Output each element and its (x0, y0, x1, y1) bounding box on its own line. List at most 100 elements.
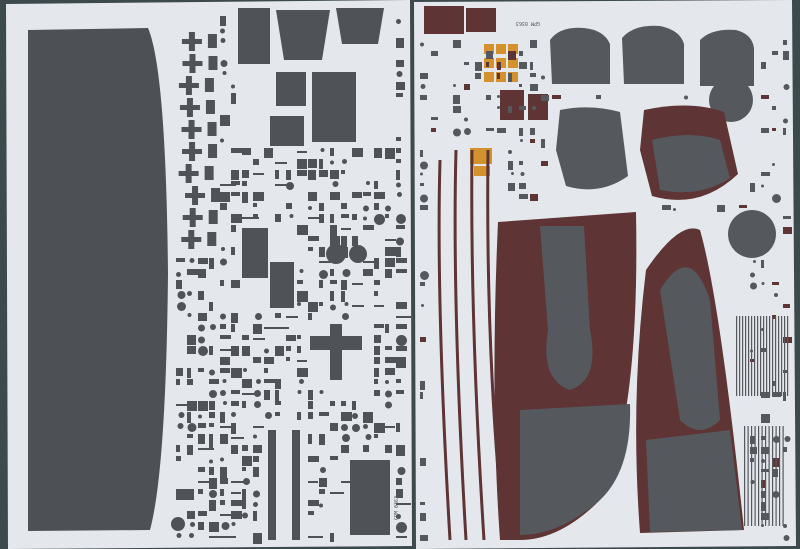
part-block (420, 513, 426, 521)
part-block (231, 423, 236, 434)
part-disc (497, 106, 500, 109)
part-block (231, 225, 236, 232)
part-block (308, 456, 319, 462)
part-block (596, 95, 601, 99)
part-strip (253, 426, 264, 428)
part-disc (187, 291, 192, 296)
part-block (220, 16, 226, 26)
part-disc (319, 503, 323, 508)
part-block (238, 8, 270, 64)
part-block (276, 72, 306, 106)
part-strip (264, 327, 276, 329)
part-block (308, 401, 313, 409)
right-parts-group (420, 40, 792, 541)
part-disc (396, 522, 407, 533)
part-block (761, 414, 770, 423)
part-block (220, 203, 227, 210)
part-block (286, 170, 291, 180)
part-disc (220, 390, 226, 396)
part-block (209, 346, 213, 355)
part-block (717, 205, 725, 212)
part-block (330, 225, 337, 236)
part-block (374, 335, 381, 343)
part-block (319, 203, 324, 211)
part-block (374, 148, 382, 158)
part-block (519, 51, 523, 56)
part-disc (178, 412, 185, 418)
part-block (264, 390, 270, 400)
part-strip (209, 536, 222, 538)
part-panel (652, 135, 730, 193)
orange-part (474, 166, 490, 176)
rail-part (772, 316, 774, 396)
part-block (341, 445, 349, 453)
part-block (783, 392, 786, 401)
part-block (420, 502, 425, 505)
part-block (231, 280, 240, 288)
part-block (385, 368, 395, 375)
part-block (519, 106, 526, 110)
part-block (308, 500, 319, 506)
part-block (319, 170, 328, 177)
part-block (187, 489, 194, 500)
part-block (374, 390, 380, 396)
part-disc (761, 282, 765, 285)
part-disc (256, 379, 261, 384)
part-disc (308, 206, 312, 210)
part-block (198, 434, 205, 444)
part-disc (352, 424, 360, 432)
part-disc (532, 106, 536, 110)
part-block (176, 280, 182, 289)
part-block (396, 445, 405, 456)
rail-part (760, 316, 762, 396)
part-block (242, 346, 250, 356)
part-block (431, 117, 438, 120)
part-disc (385, 380, 389, 384)
part-block (253, 159, 259, 165)
part-block (264, 379, 275, 383)
part-block (352, 401, 356, 410)
part-disc (255, 313, 262, 320)
part-block (396, 302, 407, 309)
part-strip (286, 316, 298, 318)
part-disc (420, 42, 424, 47)
part-block (341, 170, 345, 174)
part-block (209, 434, 213, 445)
part-block (242, 401, 246, 408)
part-block (508, 73, 512, 82)
part-block (519, 194, 528, 199)
cross-part (186, 98, 193, 117)
part-disc (243, 368, 247, 372)
part-disc (209, 490, 217, 498)
part-block (198, 467, 205, 472)
part-disc (189, 533, 194, 538)
part-block (363, 445, 369, 452)
part-block (242, 467, 246, 471)
part-block (275, 313, 281, 318)
part-block (209, 412, 215, 418)
part-block (231, 511, 242, 519)
part-disc (365, 434, 372, 440)
part-block (297, 170, 307, 176)
part-block (363, 192, 371, 196)
part-block (209, 467, 214, 475)
part-block (396, 148, 401, 153)
part-block (220, 412, 225, 423)
part-disc (286, 182, 294, 190)
part-disc (330, 304, 336, 311)
part-brown (530, 194, 538, 201)
part-disc (330, 160, 334, 165)
part-strip (176, 404, 192, 406)
part-block (486, 95, 491, 100)
orange-part (508, 72, 518, 82)
part-disc (420, 172, 423, 176)
rail-part (768, 426, 770, 526)
part-block (308, 412, 313, 419)
part-block (330, 269, 334, 276)
part-block (319, 412, 329, 416)
part-block (297, 368, 308, 377)
part-block (374, 324, 384, 328)
part-strip (220, 349, 236, 351)
part-block (275, 214, 281, 222)
part-block (396, 82, 405, 90)
